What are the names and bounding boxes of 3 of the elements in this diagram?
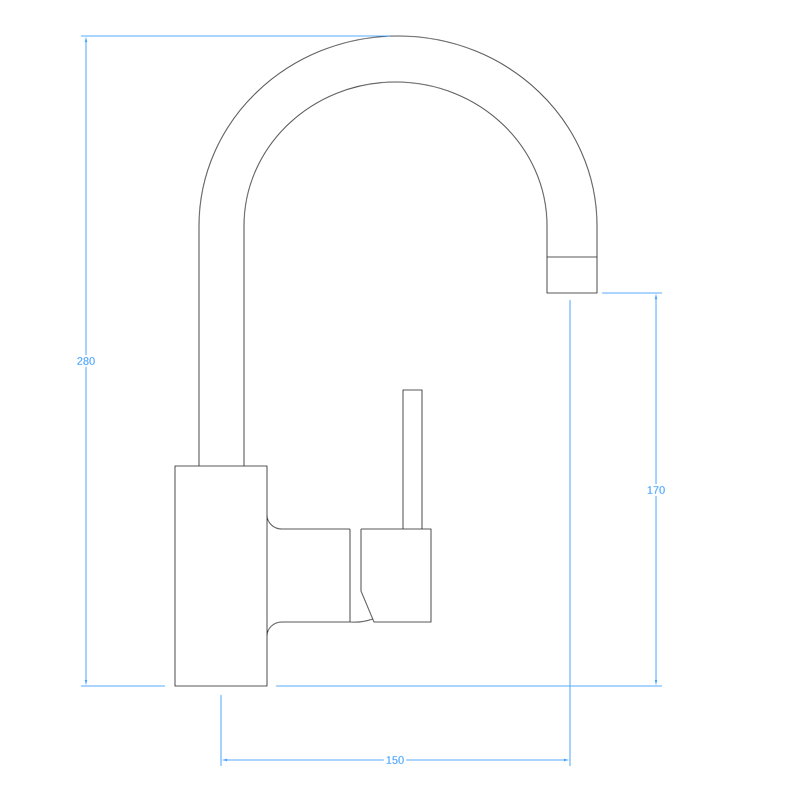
dimension-label: 280: [74, 355, 98, 367]
dimension-label: 170: [644, 484, 668, 496]
dimension-label: 150: [384, 754, 406, 766]
